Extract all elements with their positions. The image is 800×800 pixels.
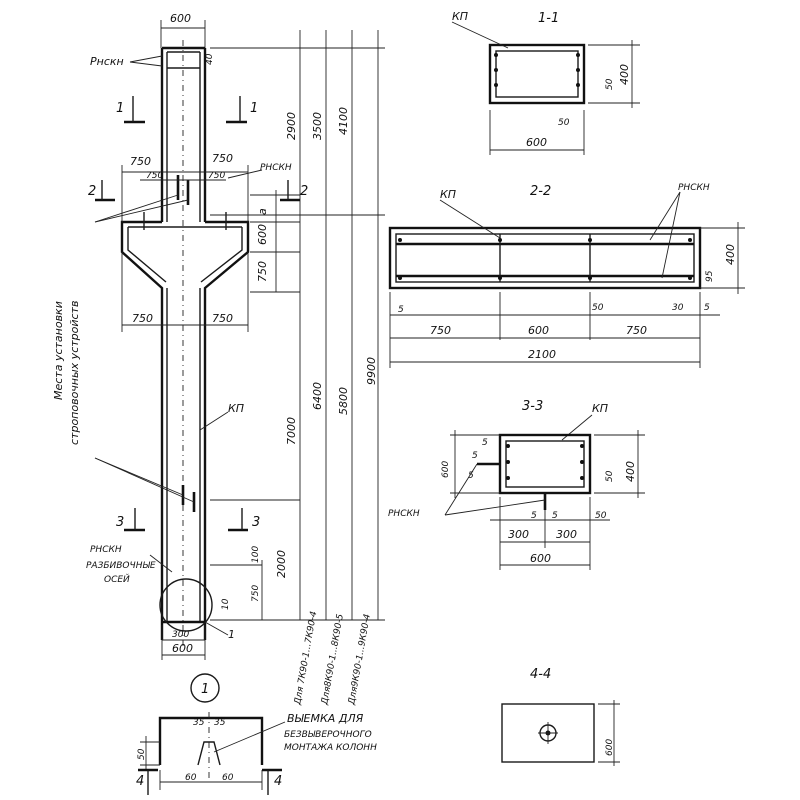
node-bubble [190, 673, 220, 703]
label-rsk-top: Рнскн [90, 55, 124, 68]
dim-2-2-600: 600 [528, 324, 549, 337]
dim-4-4-600: 600 [605, 739, 615, 756]
label-mounting-2: строповочных устройств [68, 301, 81, 445]
dim-9900: 9900 [365, 357, 378, 385]
cut-1-left: 1 [116, 101, 124, 116]
label-kp-column: КП [228, 402, 244, 415]
variant-9k: Для9К90-1...9К90-4 [347, 613, 373, 706]
dim-7000: 7000 [285, 417, 298, 445]
section-4-4: 4-4 600 [501, 667, 620, 766]
dim-2900: 2900 [285, 112, 298, 140]
dim-3-3-400: 400 [624, 461, 637, 482]
label-recess-3: МОНТАЖА КОЛОНН [284, 743, 377, 753]
cut-4-right: 4 [274, 774, 282, 789]
variant-8k: Для8К90-1...8К90-5 [320, 613, 346, 706]
label-rsk-base: РНСКН [90, 545, 122, 555]
dim-3-3-5b: 5 [468, 471, 474, 481]
dim-node-60-left: 60 [185, 773, 197, 783]
dim-3-3-50v: 50 [605, 470, 615, 482]
dim-6400: 6400 [311, 382, 324, 410]
dim-a: a [256, 208, 269, 215]
label-kp-1-1: КП [452, 10, 468, 23]
dim-3-3-600: 600 [530, 552, 551, 565]
dim-3-3-200: 600 [441, 461, 451, 478]
dim-2-2-750-right: 750 [626, 324, 647, 337]
label-rsk-bracket: РНСКН [260, 163, 292, 173]
dim-right-750-inner: 750 [208, 171, 225, 181]
dim-100: 100 [251, 546, 261, 563]
dim-2-2-95: 95 [705, 270, 715, 282]
section-3-3-title: 3-3 [522, 399, 543, 414]
cut-2-left: 2 [88, 184, 96, 199]
cut-1-right: 1 [250, 101, 258, 116]
dim-4100: 4100 [337, 107, 350, 135]
dim-right-750-bottom: 750 [212, 312, 233, 325]
dim-3-3-5a: 5 [472, 451, 478, 461]
label-kp-3-3: КП [592, 402, 608, 415]
column-elevation: 600 40 750 750 [52, 12, 385, 707]
dim-3500: 3500 [311, 112, 324, 140]
dim-bracket-600: 600 [256, 224, 269, 245]
dim-2-2-2100: 2100 [528, 348, 556, 361]
dim-1-1-600: 600 [526, 136, 547, 149]
cut-3-left: 3 [116, 515, 124, 530]
node-cut-label: 1 [228, 628, 235, 641]
dim-node-50: 50 [137, 748, 147, 760]
dim-bracket-750: 750 [256, 261, 269, 282]
dim-750-base: 750 [251, 585, 261, 602]
dim-base-300: 300 [172, 630, 189, 640]
dim-1-1-400: 400 [618, 64, 631, 85]
dim-node-35-left: 35 [193, 718, 205, 728]
dim-2-2-50: 50 [592, 303, 604, 313]
dim-2-2-5-left: 5 [398, 305, 404, 315]
dim-node-60-right: 60 [222, 773, 234, 783]
dim-2-2-400: 400 [724, 244, 737, 265]
dim-3-3-50h: 50 [595, 511, 607, 521]
dim-5800: 5800 [337, 387, 350, 415]
section-3-3: 3-3 КП 600 5 5 5 400 50 5 5 50 300 300 6… [388, 399, 645, 570]
dim-left-750-top: 750 [130, 155, 151, 168]
dim-left-750-inner: 750 [146, 171, 163, 181]
node-1-detail: 50 35 35 60 60 4 4 ВЫЕМКА ДЛЯ БЕЗВЫВЕРОЧ… [136, 712, 377, 795]
dim-3-3-300-left: 300 [508, 528, 529, 541]
label-recess-2: БЕЗВЫВЕРОЧНОГО [284, 730, 372, 740]
dim-2-2-750-left: 750 [430, 324, 451, 337]
label-axis-2: ОСЕЙ [104, 573, 130, 585]
cut-4-left: 4 [136, 774, 144, 789]
dim-top-40: 40 [205, 53, 215, 65]
label-kp-2-2: КП [440, 188, 456, 201]
dim-top-width: 600 [170, 12, 191, 25]
dim-3-3-5-right: 5 [552, 511, 558, 521]
section-2-2-title: 2-2 [530, 184, 551, 199]
label-recess-1: ВЫЕМКА ДЛЯ [287, 712, 364, 725]
label-rsk-3-3: РНСКН [388, 509, 420, 519]
section-4-4-title: 4-4 [530, 667, 551, 682]
dim-2000: 2000 [275, 550, 288, 578]
section-1-1: 1-1 КП 600 400 50 50 [451, 10, 640, 155]
section-1-1-title: 1-1 [538, 11, 559, 26]
dim-base-600: 600 [172, 642, 193, 655]
dim-3-3-300-right: 300 [556, 528, 577, 541]
dim-1-1-50h: 50 [558, 118, 570, 128]
dim-10: 10 [221, 598, 231, 610]
cut-3-right: 3 [252, 515, 260, 530]
dim-3-3-5-left: 5 [531, 511, 537, 521]
dim-node-35-right: 35 [214, 718, 226, 728]
dim-right-750-top: 750 [212, 152, 233, 165]
dim-3-3-5c: 5 [482, 438, 488, 448]
dim-1-1-50v: 50 [605, 78, 615, 90]
dim-left-750-bottom: 750 [132, 312, 153, 325]
node-circle [159, 578, 213, 632]
dim-2-2-5-right: 5 [704, 303, 710, 313]
label-rsk-2-2: РНСКН [678, 183, 710, 193]
label-mounting-1: Места установки [52, 301, 65, 400]
section-2-2: 2-2 КП РНСКН 400 95 5 50 30 5 750 600 7 [388, 183, 745, 368]
cut-2-right: 2 [300, 184, 308, 199]
label-axis-1: РАЗБИВОЧНЫЕ [86, 561, 156, 571]
dim-2-2-30: 30 [672, 303, 684, 313]
variant-7k: Для 7К90-1...7К90-4 [293, 610, 320, 706]
node-number: 1 [201, 682, 209, 697]
